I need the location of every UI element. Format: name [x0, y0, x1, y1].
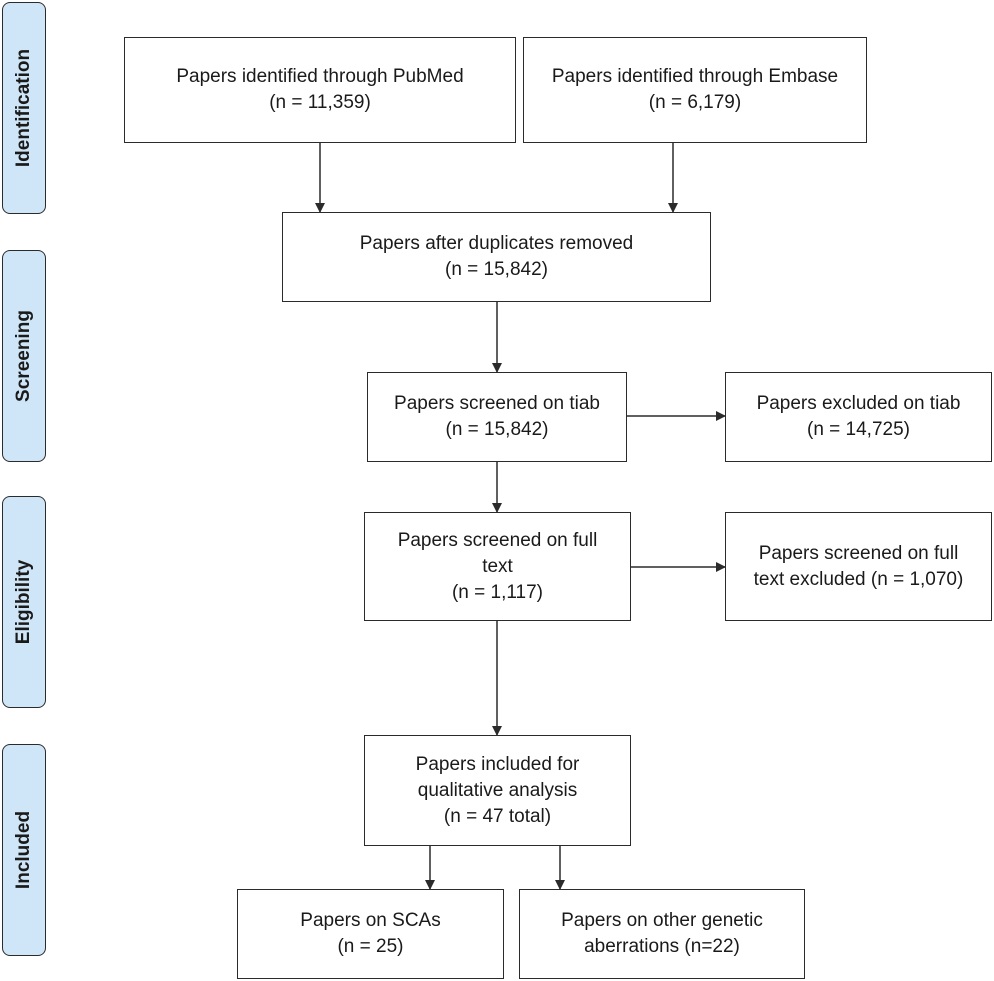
box-screened-fulltext-count: (n = 1,117) — [451, 581, 543, 603]
box-embase-count: (n = 6,179) — [648, 92, 742, 113]
box-duplicates-removed: Papers after duplicates removed (n = 15,… — [282, 212, 711, 302]
box-dedup-title: Papers after duplicates removed — [359, 233, 634, 254]
box-excluded-fulltext-line2: text excluded (n = 1,070) — [753, 568, 964, 590]
box-screened-fulltext-line1: Papers screened on full — [397, 529, 598, 551]
box-scas: Papers on SCAs (n = 25) — [237, 889, 504, 979]
phase-eligibility: Eligibility — [2, 496, 46, 708]
box-other-genetic: Papers on other genetic aberrations (n=2… — [519, 889, 805, 979]
box-included-line1: Papers included for — [415, 753, 580, 775]
box-pubmed-title: Papers identified through PubMed — [176, 66, 464, 87]
box-screened-fulltext: Papers screened on full text (n = 1,117) — [364, 512, 631, 621]
box-excluded-tiab-count: (n = 14,725) — [807, 419, 910, 440]
box-screened-tiab-title: Papers screened on tiab — [394, 393, 600, 414]
box-pubmed: Papers identified through PubMed (n = 11… — [124, 37, 516, 143]
phase-screening: Screening — [2, 250, 46, 462]
box-included: Papers included for qualitative analysis… — [364, 735, 631, 846]
phase-included: Included — [2, 744, 46, 956]
box-embase-title: Papers identified through Embase — [551, 66, 839, 87]
box-excluded-fulltext: Papers screened on full text excluded (n… — [725, 512, 992, 621]
box-excluded-fulltext-line1: Papers screened on full — [758, 542, 959, 564]
box-excluded-tiab: Papers excluded on tiab (n = 14,725) — [725, 372, 992, 462]
box-scas-title: Papers on SCAs — [300, 910, 441, 931]
box-pubmed-count: (n = 11,359) — [269, 92, 371, 113]
phase-identification: Identification — [2, 2, 46, 214]
box-embase: Papers identified through Embase (n = 6,… — [523, 37, 867, 143]
box-other-line1: Papers on other genetic — [561, 910, 763, 931]
box-excluded-tiab-title: Papers excluded on tiab — [756, 393, 961, 414]
box-included-count: (n = 47 total) — [443, 805, 552, 827]
box-screened-tiab: Papers screened on tiab (n = 15,842) — [367, 372, 627, 462]
box-other-line2: aberrations (n=22) — [584, 936, 740, 957]
box-screened-tiab-count: (n = 15,842) — [445, 419, 549, 440]
box-screened-fulltext-line2: text — [482, 555, 513, 577]
box-dedup-count: (n = 15,842) — [445, 259, 548, 280]
box-scas-count: (n = 25) — [337, 936, 404, 957]
box-included-line2: qualitative analysis — [417, 779, 578, 801]
